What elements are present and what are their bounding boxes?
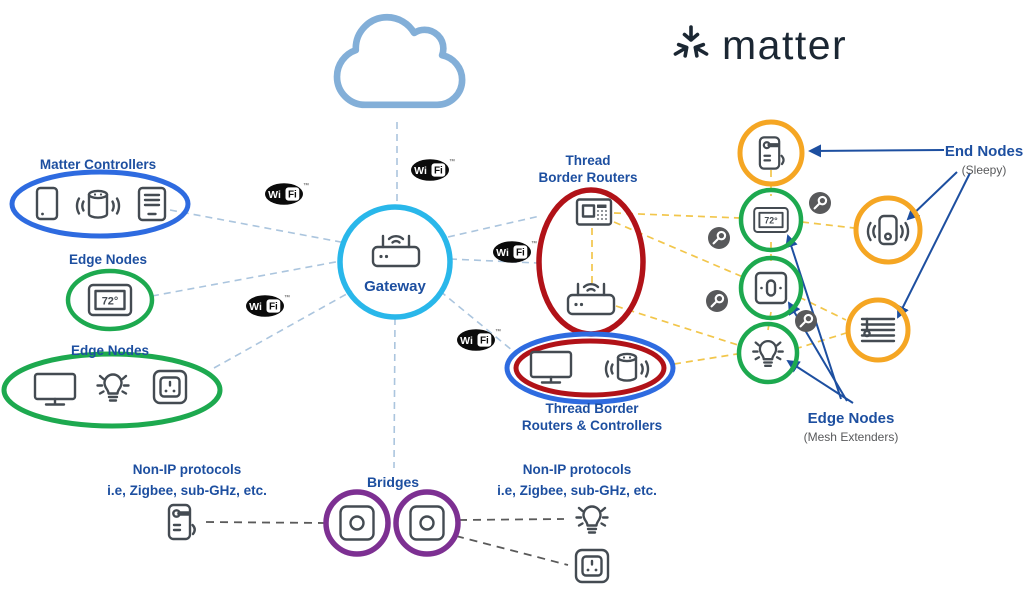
edge-nodes-right-label: Edge Nodes	[808, 410, 895, 427]
gateway-label: Gateway	[364, 278, 426, 295]
bridge-icon	[409, 505, 445, 541]
power-outlet-icon	[574, 548, 610, 584]
edge-nodes-thermostat-label: Edge Nodes	[69, 252, 147, 267]
non-ip-left-label-line2: i.e, Zigbee, sub-GHz, etc.	[107, 483, 267, 498]
door-lock-icon	[760, 137, 784, 168]
gateway-ring	[337, 204, 453, 320]
matter-logo: matter	[673, 22, 847, 68]
wifi-logo-icon	[457, 328, 501, 351]
tablet-icon	[137, 186, 167, 222]
thermostat-icon	[87, 283, 133, 317]
non-ip-right-label-line2: i.e, Zigbee, sub-GHz, etc.	[497, 483, 657, 498]
tbrc-inner-ring	[513, 338, 667, 398]
power-outlet-icon	[152, 369, 188, 405]
light-bulb-icon	[752, 339, 784, 367]
tbrc-label-line1: Thread Border	[545, 401, 639, 416]
border-router-icon	[566, 282, 616, 316]
edge-node-switch-ring	[738, 255, 804, 321]
light-bulb-icon	[96, 373, 130, 402]
tbr-label-line2: Border Routers	[538, 170, 637, 185]
end-nodes-sublabel: (Sleepy)	[962, 163, 1007, 177]
wifi-logo-icon	[411, 158, 455, 181]
thread-logo-icon	[706, 225, 732, 251]
thermostat-icon	[753, 207, 789, 233]
matter-logo-text: matter	[722, 22, 847, 68]
edge-nodes-group-label: Edge Nodes	[71, 343, 149, 358]
end-node-lock-ring	[737, 119, 805, 187]
wifi-logo-icon	[246, 294, 290, 317]
bridge-ring-1	[323, 489, 391, 557]
control-panel-icon	[575, 198, 613, 226]
thread-logo-icon	[704, 288, 730, 314]
smart-speaker-icon	[75, 189, 121, 219]
non-ip-left-label-line1: Non-IP protocols	[133, 462, 242, 477]
thread-border-routers-ring	[536, 187, 646, 337]
thread-logo-icon	[807, 190, 833, 216]
edge-node-thermostat-ring	[738, 187, 804, 253]
tbrc-label-line2: Routers & Controllers	[522, 418, 662, 433]
edge-node-bulb-ring	[736, 321, 800, 385]
cloud-icon	[333, 13, 466, 109]
tv-icon	[33, 372, 77, 406]
end-nodes-label: End Nodes	[945, 143, 1023, 160]
end-node-blinds-ring	[845, 297, 911, 363]
gateway-router-icon	[371, 234, 421, 268]
wifi-links	[151, 122, 541, 469]
matter-controllers-ring	[9, 169, 191, 239]
annotation-arrows	[785, 144, 971, 404]
tv-icon	[529, 350, 573, 384]
light-switch-icon	[754, 271, 788, 305]
group-rings	[1, 119, 923, 557]
window-blinds-icon	[860, 317, 896, 343]
labels: Matter Controllers Edge Nodes Edge Nodes…	[40, 143, 1023, 498]
edge-nodes-thermostat-ring	[65, 268, 155, 332]
edge-nodes-right-sublabel: (Mesh Extenders)	[804, 430, 899, 444]
wifi-logo-icon	[493, 240, 537, 263]
bridge-ring-2	[393, 489, 461, 557]
bridges-label: Bridges	[367, 474, 419, 490]
wifi-logo-icon	[265, 182, 309, 205]
smart-speaker-icon	[866, 214, 910, 246]
tbr-label-line1: Thread	[565, 153, 610, 168]
end-node-speaker-ring	[853, 195, 923, 265]
bridge-icon	[339, 505, 375, 541]
thread-logo-icon	[793, 308, 819, 334]
non-ip-links	[205, 518, 569, 566]
tbrc-outer-ring	[504, 331, 676, 405]
edge-nodes-group-ring	[1, 351, 223, 429]
non-ip-right-label-line1: Non-IP protocols	[523, 462, 632, 477]
matter-logo-icon	[673, 25, 709, 58]
smartphone-icon	[35, 186, 59, 221]
door-lock-icon	[169, 505, 195, 539]
light-bulb-icon	[575, 505, 609, 534]
matter-controllers-label: Matter Controllers	[40, 157, 156, 172]
smart-speaker-icon	[604, 352, 650, 382]
